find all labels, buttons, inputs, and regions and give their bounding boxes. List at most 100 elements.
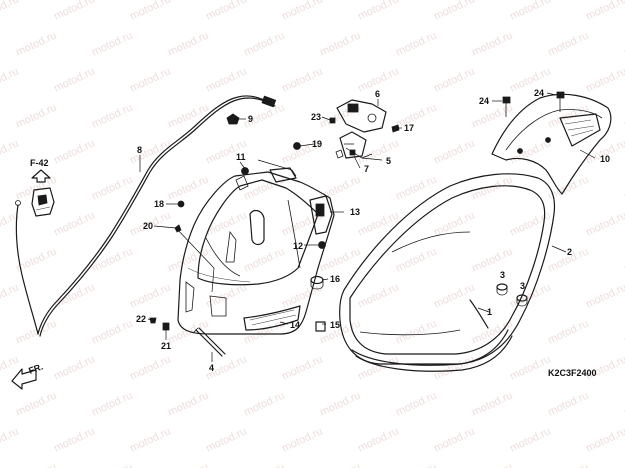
- watermark-text: motod.ru: [242, 173, 286, 202]
- frame-reference: F-42: [30, 158, 55, 217]
- watermark-text: motod.ru: [432, 137, 476, 166]
- callout-16: 16: [330, 274, 340, 284]
- frame-ref-label: F-42: [30, 158, 49, 168]
- watermark-text: motod.ru: [546, 173, 590, 202]
- callout-11: 11: [236, 152, 246, 162]
- front-direction-arrow: FR.: [11, 362, 44, 390]
- watermark-text: motod.ru: [508, 353, 552, 382]
- watermark-text: motod.ru: [546, 317, 590, 346]
- callout-22: 22: [136, 314, 146, 324]
- watermark-text: motod.ru: [242, 389, 286, 418]
- watermark-text: motod.ru: [128, 425, 172, 454]
- watermark-text: motod.ru: [0, 65, 21, 94]
- seat-latch-assembly: [335, 99, 387, 159]
- watermark-text: motod.ru: [394, 317, 438, 346]
- watermark-text: motod.ru: [90, 173, 134, 202]
- leader-lines: [139, 92, 596, 362]
- rear-grab-rail: [491, 91, 612, 195]
- callout-23: 23: [311, 112, 321, 122]
- watermark-text: motod.ru: [204, 0, 248, 23]
- watermark-text: motod.ru: [432, 0, 476, 23]
- watermark-text: motod.ru: [166, 317, 210, 346]
- watermark-text: motod.ru: [508, 0, 552, 23]
- watermark-text: motod.ru: [90, 389, 134, 418]
- watermark-text: motod.ru: [584, 65, 625, 94]
- watermark-text: motod.ru: [546, 101, 590, 130]
- watermark-text: motod.ru: [128, 281, 172, 310]
- watermark-text: motod.ru: [546, 29, 590, 58]
- watermark-text: motod.ru: [52, 65, 96, 94]
- watermark-text: motod.ru: [204, 65, 248, 94]
- seat-lock-cable: [15, 95, 277, 337]
- watermark-text: motod.ru: [356, 0, 400, 23]
- watermark-text: motod.ru: [90, 245, 134, 274]
- watermark-text: motod.ru: [52, 209, 96, 238]
- watermark-text: motod.ru: [280, 425, 324, 454]
- watermark-text: motod.ru: [242, 461, 286, 468]
- watermark-text: motod.ru: [0, 0, 21, 23]
- watermark-text: motod.ru: [470, 245, 514, 274]
- callout-24a: 24: [479, 96, 489, 106]
- front-label: FR.: [27, 362, 44, 376]
- callout-2: 2: [567, 247, 572, 257]
- callout-18: 18: [154, 199, 164, 209]
- watermark-text: motod.ru: [356, 209, 400, 238]
- callout-5: 5: [386, 156, 391, 166]
- watermark-text: motod.ru: [394, 245, 438, 274]
- callout-14: 14: [290, 320, 300, 330]
- watermark-text: motod.ru: [394, 389, 438, 418]
- watermark-text: motod.ru: [394, 29, 438, 58]
- callout-10: 10: [600, 154, 610, 164]
- watermark-text: motod.ru: [508, 281, 552, 310]
- watermark-text: motod.ru: [166, 173, 210, 202]
- watermark-text: motod.ru: [90, 317, 134, 346]
- watermark-text: motod.ru: [90, 29, 134, 58]
- callout-12: 12: [293, 241, 303, 251]
- watermark-text: motod.ru: [432, 281, 476, 310]
- watermark-text: motod.ru: [128, 0, 172, 23]
- watermark-text: motod.ru: [470, 461, 514, 468]
- callout-9: 9: [248, 114, 253, 124]
- watermark-text: motod.ru: [90, 101, 134, 130]
- watermark-text: motod.ru: [508, 425, 552, 454]
- watermark-text: motod.ru: [14, 317, 58, 346]
- watermark-text: motod.ru: [546, 461, 590, 468]
- watermark-text: motod.ru: [432, 209, 476, 238]
- watermark-text: motod.ru: [432, 425, 476, 454]
- watermark-text: motod.ru: [508, 209, 552, 238]
- watermark-text: motod.ru: [318, 461, 362, 468]
- callout-labels: 1 2 3 3 4 5 6 7 8 9 10 11 12 13 14 15 16…: [136, 88, 610, 373]
- watermark-text: motod.ru: [356, 281, 400, 310]
- watermark-text: motod.ru: [584, 0, 625, 23]
- watermark-text: motod.ru: [394, 173, 438, 202]
- watermark-text: motod.ru: [242, 245, 286, 274]
- callout-4: 4: [209, 363, 214, 373]
- watermark-text: motod.ru: [14, 461, 58, 468]
- watermark-text: motod.ru: [318, 29, 362, 58]
- watermark-text: motod.ru: [52, 353, 96, 382]
- watermark-text: motod.ru: [14, 29, 58, 58]
- callout-19: 19: [312, 139, 322, 149]
- seat: [339, 173, 556, 372]
- watermark-text: motod.ru: [0, 425, 21, 454]
- callout-17: 17: [404, 123, 414, 133]
- watermark-text: motod.ru: [280, 281, 324, 310]
- watermark-text: motod.ru: [432, 65, 476, 94]
- watermark-text: motod.ru: [546, 389, 590, 418]
- callout-3b: 3: [520, 281, 525, 291]
- watermark-text: motod.ru: [280, 65, 324, 94]
- callout-1: 1: [487, 307, 492, 317]
- watermark-text: motod.ru: [166, 101, 210, 130]
- watermark-text: motod.ru: [0, 281, 21, 310]
- callout-6: 6: [375, 89, 380, 99]
- callout-21: 21: [161, 341, 171, 351]
- watermark-text: motod.ru: [128, 65, 172, 94]
- watermark-text: motod.ru: [52, 425, 96, 454]
- watermark-text: motod.ru: [470, 389, 514, 418]
- watermark-text: motod.ru: [242, 29, 286, 58]
- callout-3a: 3: [500, 270, 505, 280]
- watermark-text: motod.ru: [166, 245, 210, 274]
- diagram-code: K2C3F2400: [548, 368, 597, 378]
- watermark-text: motod.ru: [318, 245, 362, 274]
